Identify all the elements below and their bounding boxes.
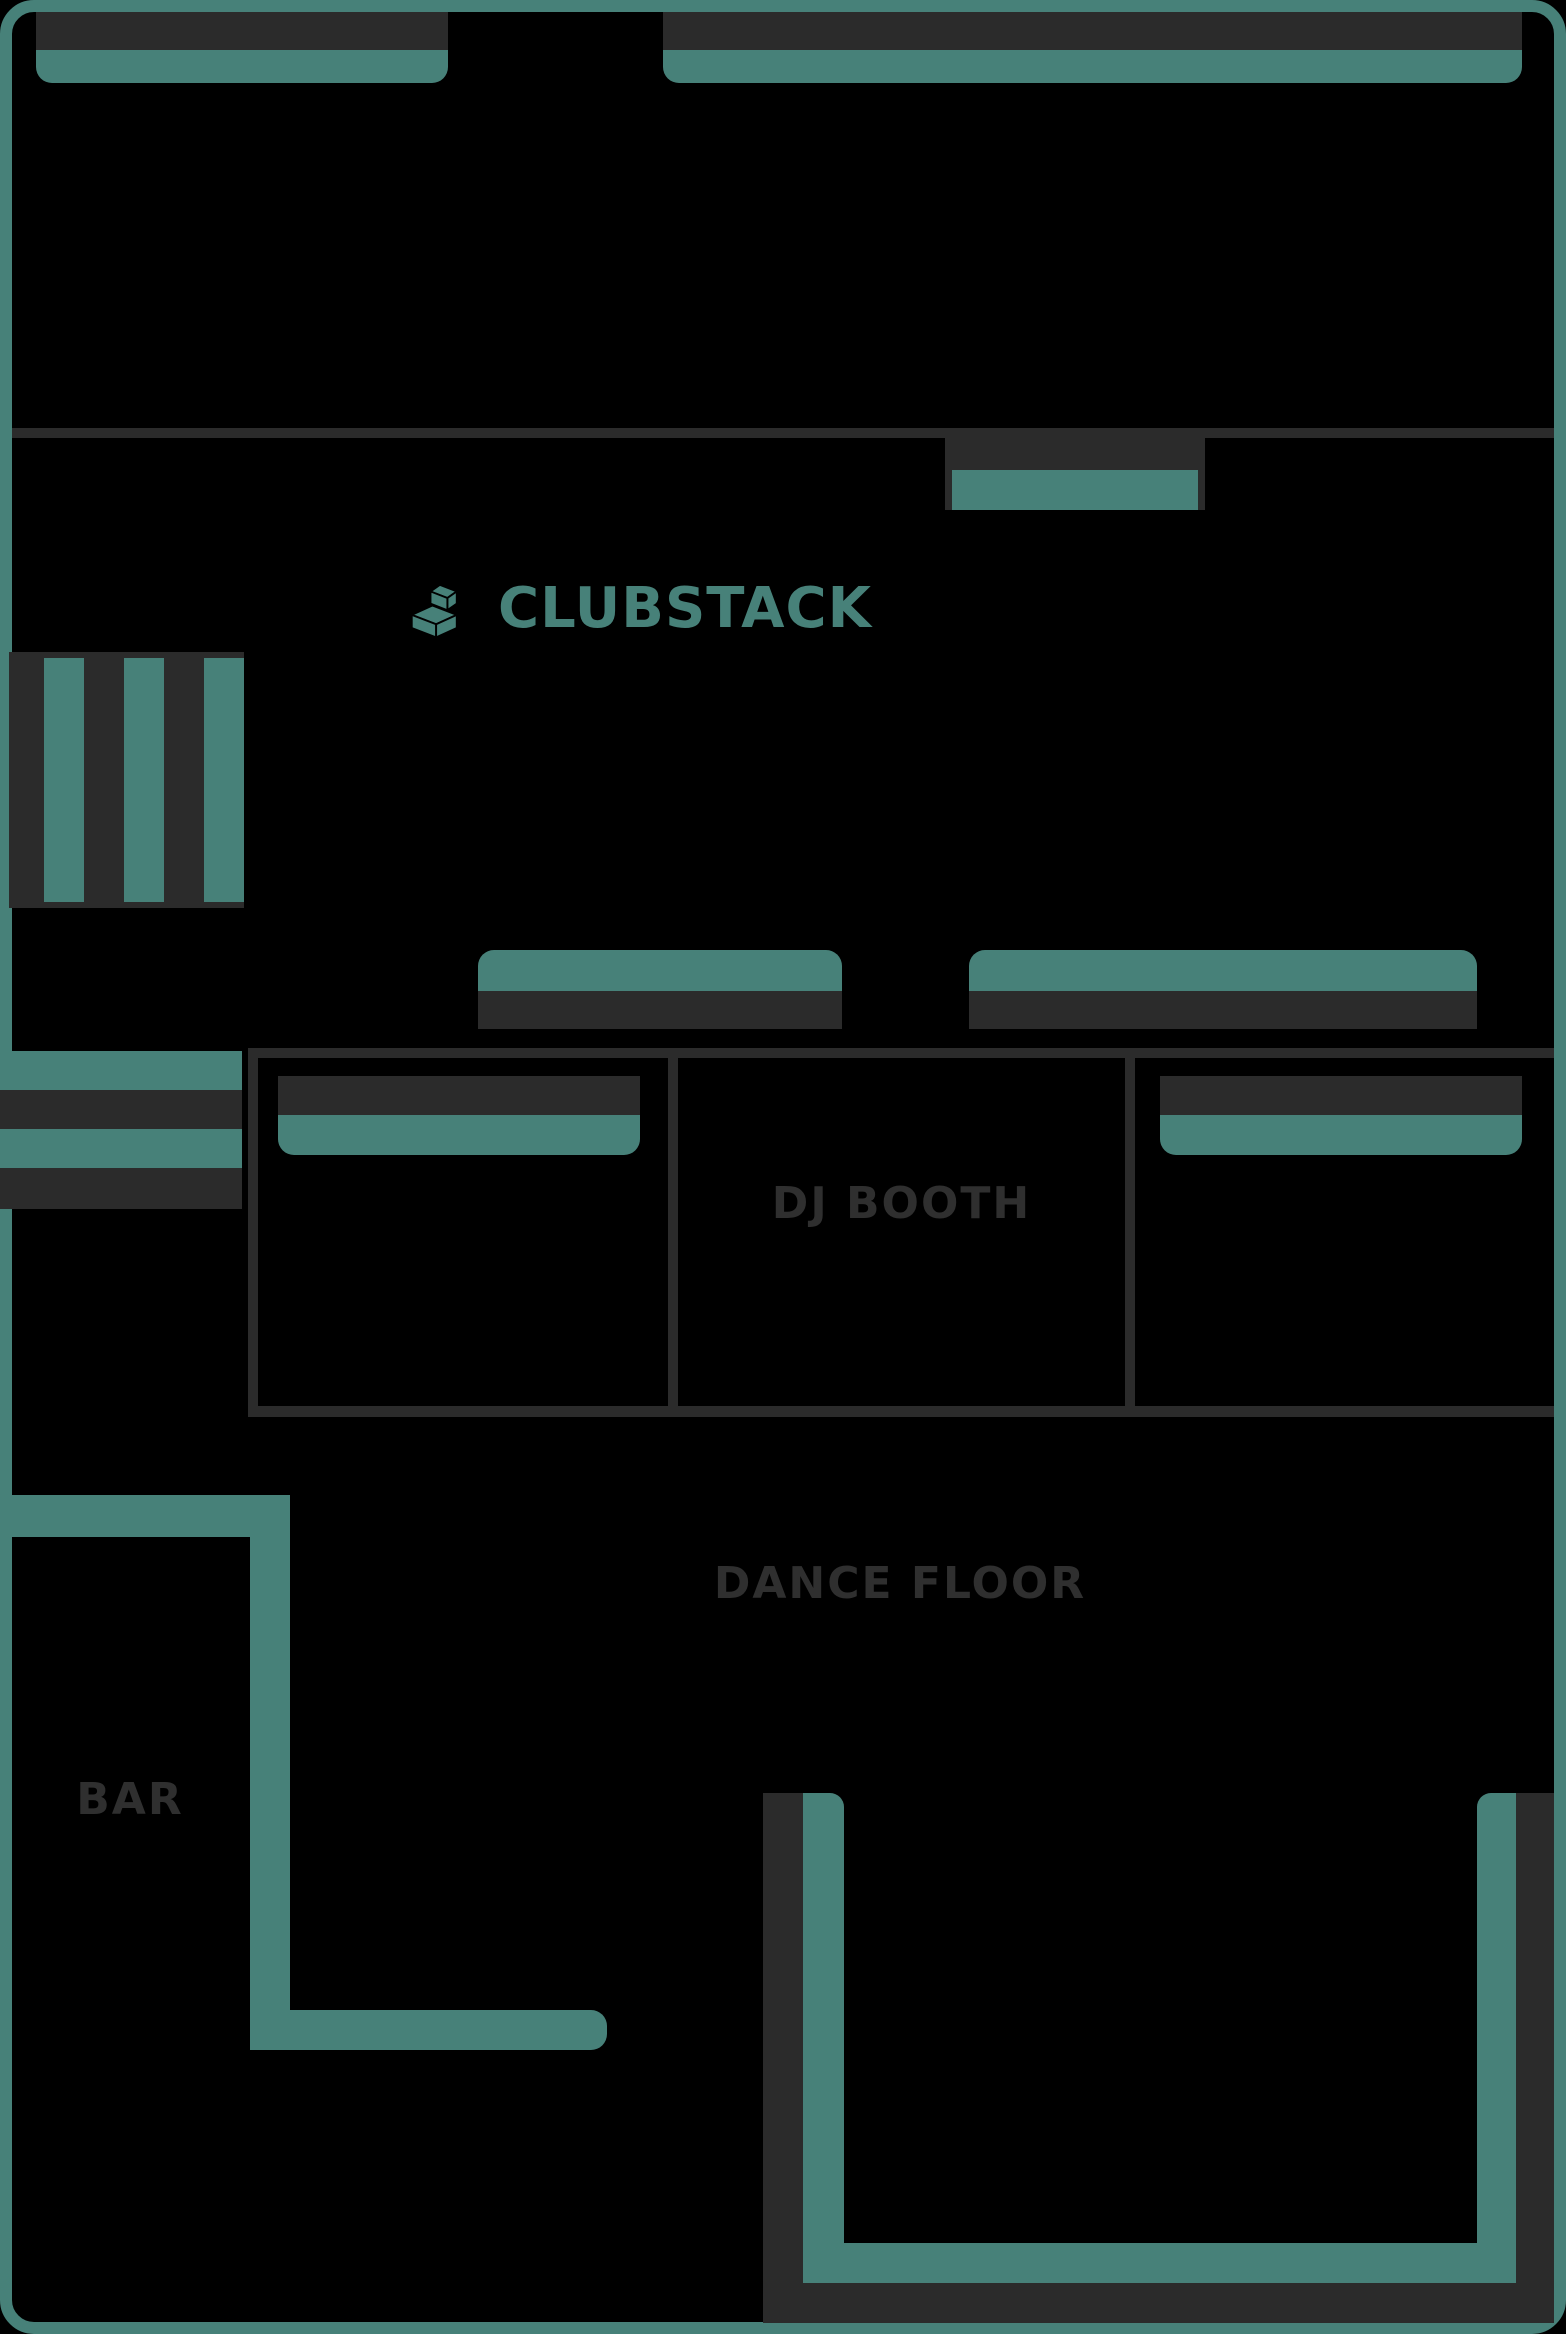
stage-wall-right (1516, 1793, 1554, 2323)
stage-rail-right[interactable] (1477, 1793, 1516, 2283)
stage-wall-left (763, 1793, 803, 2323)
table-top-surface (969, 991, 1477, 1029)
booth-wall-left (248, 1048, 258, 1417)
left-shelf-row[interactable] (0, 1129, 242, 1168)
booth-wall-divider-2 (1125, 1048, 1135, 1417)
table-seat-pad (663, 50, 1522, 83)
stacked-boxes-icon (410, 583, 458, 639)
booth-wall-divider-1 (668, 1048, 678, 1417)
table-seat-pad (278, 1115, 640, 1155)
stair-stripe (204, 658, 244, 902)
mid-table-left[interactable] (478, 950, 842, 1029)
wall-booth[interactable] (945, 428, 1205, 510)
brand-logo-text: CLUBSTACK (498, 576, 872, 641)
stage-wall-bottom (763, 2283, 1554, 2323)
left-shelf-row[interactable] (0, 1051, 242, 1090)
left-shelf-row[interactable] (0, 1090, 242, 1129)
table-seat-pad (1160, 1115, 1522, 1155)
stage-rail-left[interactable] (803, 1793, 844, 2283)
dance-floor-label: DANCE FLOOR (713, 1558, 1087, 1609)
mid-table-right[interactable] (969, 950, 1477, 1029)
left-shelf-row[interactable] (0, 1168, 242, 1209)
booth-wall-top (248, 1048, 1554, 1058)
table-seat-pad (478, 950, 842, 991)
dj-booth-label: DJ BOOTH (771, 1178, 1032, 1229)
stair-stripe (124, 658, 164, 902)
bar-label: BAR (76, 1774, 184, 1825)
booth-wall-bottom (248, 1406, 1554, 1417)
stairs-block[interactable] (9, 652, 244, 908)
table-top-surface (1160, 1076, 1522, 1115)
top-table-left[interactable] (36, 12, 448, 83)
table-top-surface (278, 1076, 640, 1115)
brand-logo: CLUBSTACK (408, 576, 872, 650)
table-top-surface (478, 991, 842, 1029)
booth-table-right[interactable] (1160, 1076, 1522, 1155)
table-seat-pad (969, 950, 1477, 991)
bar-counter-side[interactable] (250, 1495, 290, 2050)
top-table-right[interactable] (663, 12, 1522, 83)
booth-table-left[interactable] (278, 1076, 640, 1155)
stage-rail-bottom[interactable] (803, 2243, 1516, 2283)
bar-counter-bottom[interactable] (250, 2010, 607, 2050)
stair-stripe (44, 658, 84, 902)
table-top-surface (663, 12, 1522, 50)
bar-counter-top[interactable] (0, 1495, 290, 1537)
booth-seat-pad (952, 470, 1198, 510)
table-top-surface (36, 12, 448, 50)
interior-wall (12, 428, 1554, 438)
table-seat-pad (36, 50, 448, 83)
